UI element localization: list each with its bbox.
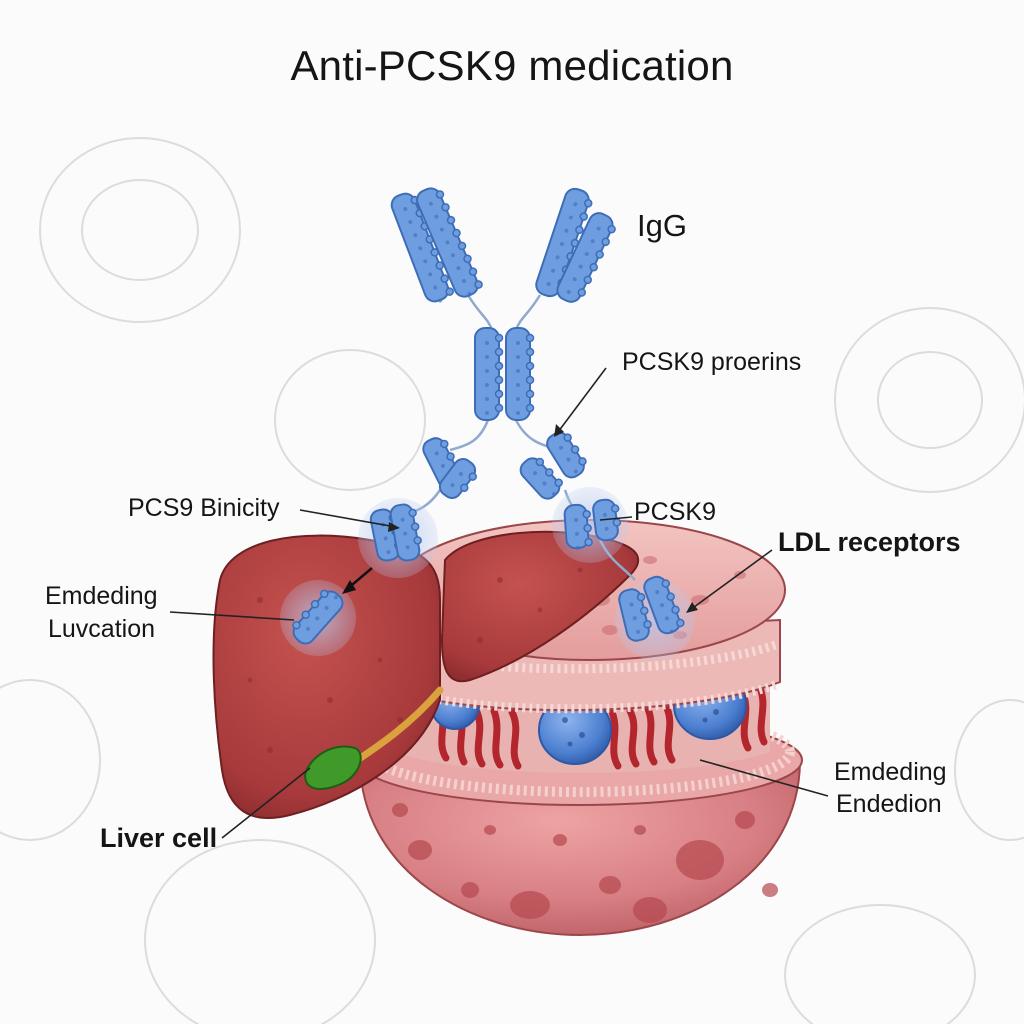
hinge-line bbox=[466, 294, 494, 331]
background-cells bbox=[0, 137, 1024, 1024]
ldl-receptor-domain-a bbox=[618, 588, 652, 642]
liver-organ bbox=[212, 530, 640, 819]
page-title: Anti-PCSK9 medication bbox=[290, 42, 734, 89]
label-pcsk9: PCSK9 bbox=[634, 498, 716, 526]
fab-heavy-chain-left bbox=[416, 187, 483, 298]
label-liver-cell: Liver cell bbox=[100, 823, 218, 853]
middle-domain-right-a bbox=[519, 457, 563, 500]
embedded-pcsk9-domain bbox=[292, 589, 344, 645]
hinge-line bbox=[514, 294, 542, 331]
ldl-receptor-domain-b bbox=[643, 575, 685, 635]
middle-domain-right-b bbox=[546, 431, 587, 479]
hinge-line bbox=[449, 419, 490, 452]
binding-arrow-head bbox=[342, 580, 356, 594]
label-pcs9-binicity: PCS9 Binicity bbox=[128, 494, 280, 522]
label-ldl-receptors: LDL receptors bbox=[778, 527, 961, 557]
igg-antibody bbox=[390, 187, 636, 581]
label-emdeding-luvcation-line1: Emdeding bbox=[45, 582, 158, 610]
pcsk9-domain-left-b bbox=[389, 503, 422, 562]
pcsk9-protein bbox=[292, 498, 685, 645]
label-emdeding-luvcation-line2: Luvcation bbox=[48, 615, 156, 643]
fc-heavy-chain-right bbox=[505, 327, 535, 421]
fab-heavy-chain-right bbox=[535, 187, 593, 298]
label-pcsk9-proerins: PCSK9 proerins bbox=[622, 348, 802, 376]
gallbladder bbox=[303, 745, 362, 790]
label-igg: IgG bbox=[637, 208, 687, 243]
leader-lines bbox=[169, 367, 829, 839]
label-emdeding-endedion-line2: Endedion bbox=[836, 790, 942, 818]
label-emdeding-endedion-line1: Emdeding bbox=[834, 758, 947, 786]
fab-light-chain-right bbox=[556, 212, 616, 303]
pcsk9-domain-right-a bbox=[563, 503, 593, 550]
leader-arrowheads bbox=[388, 424, 698, 613]
middle-domain-left-b bbox=[438, 458, 477, 499]
fc-heavy-chain-left bbox=[474, 327, 504, 421]
